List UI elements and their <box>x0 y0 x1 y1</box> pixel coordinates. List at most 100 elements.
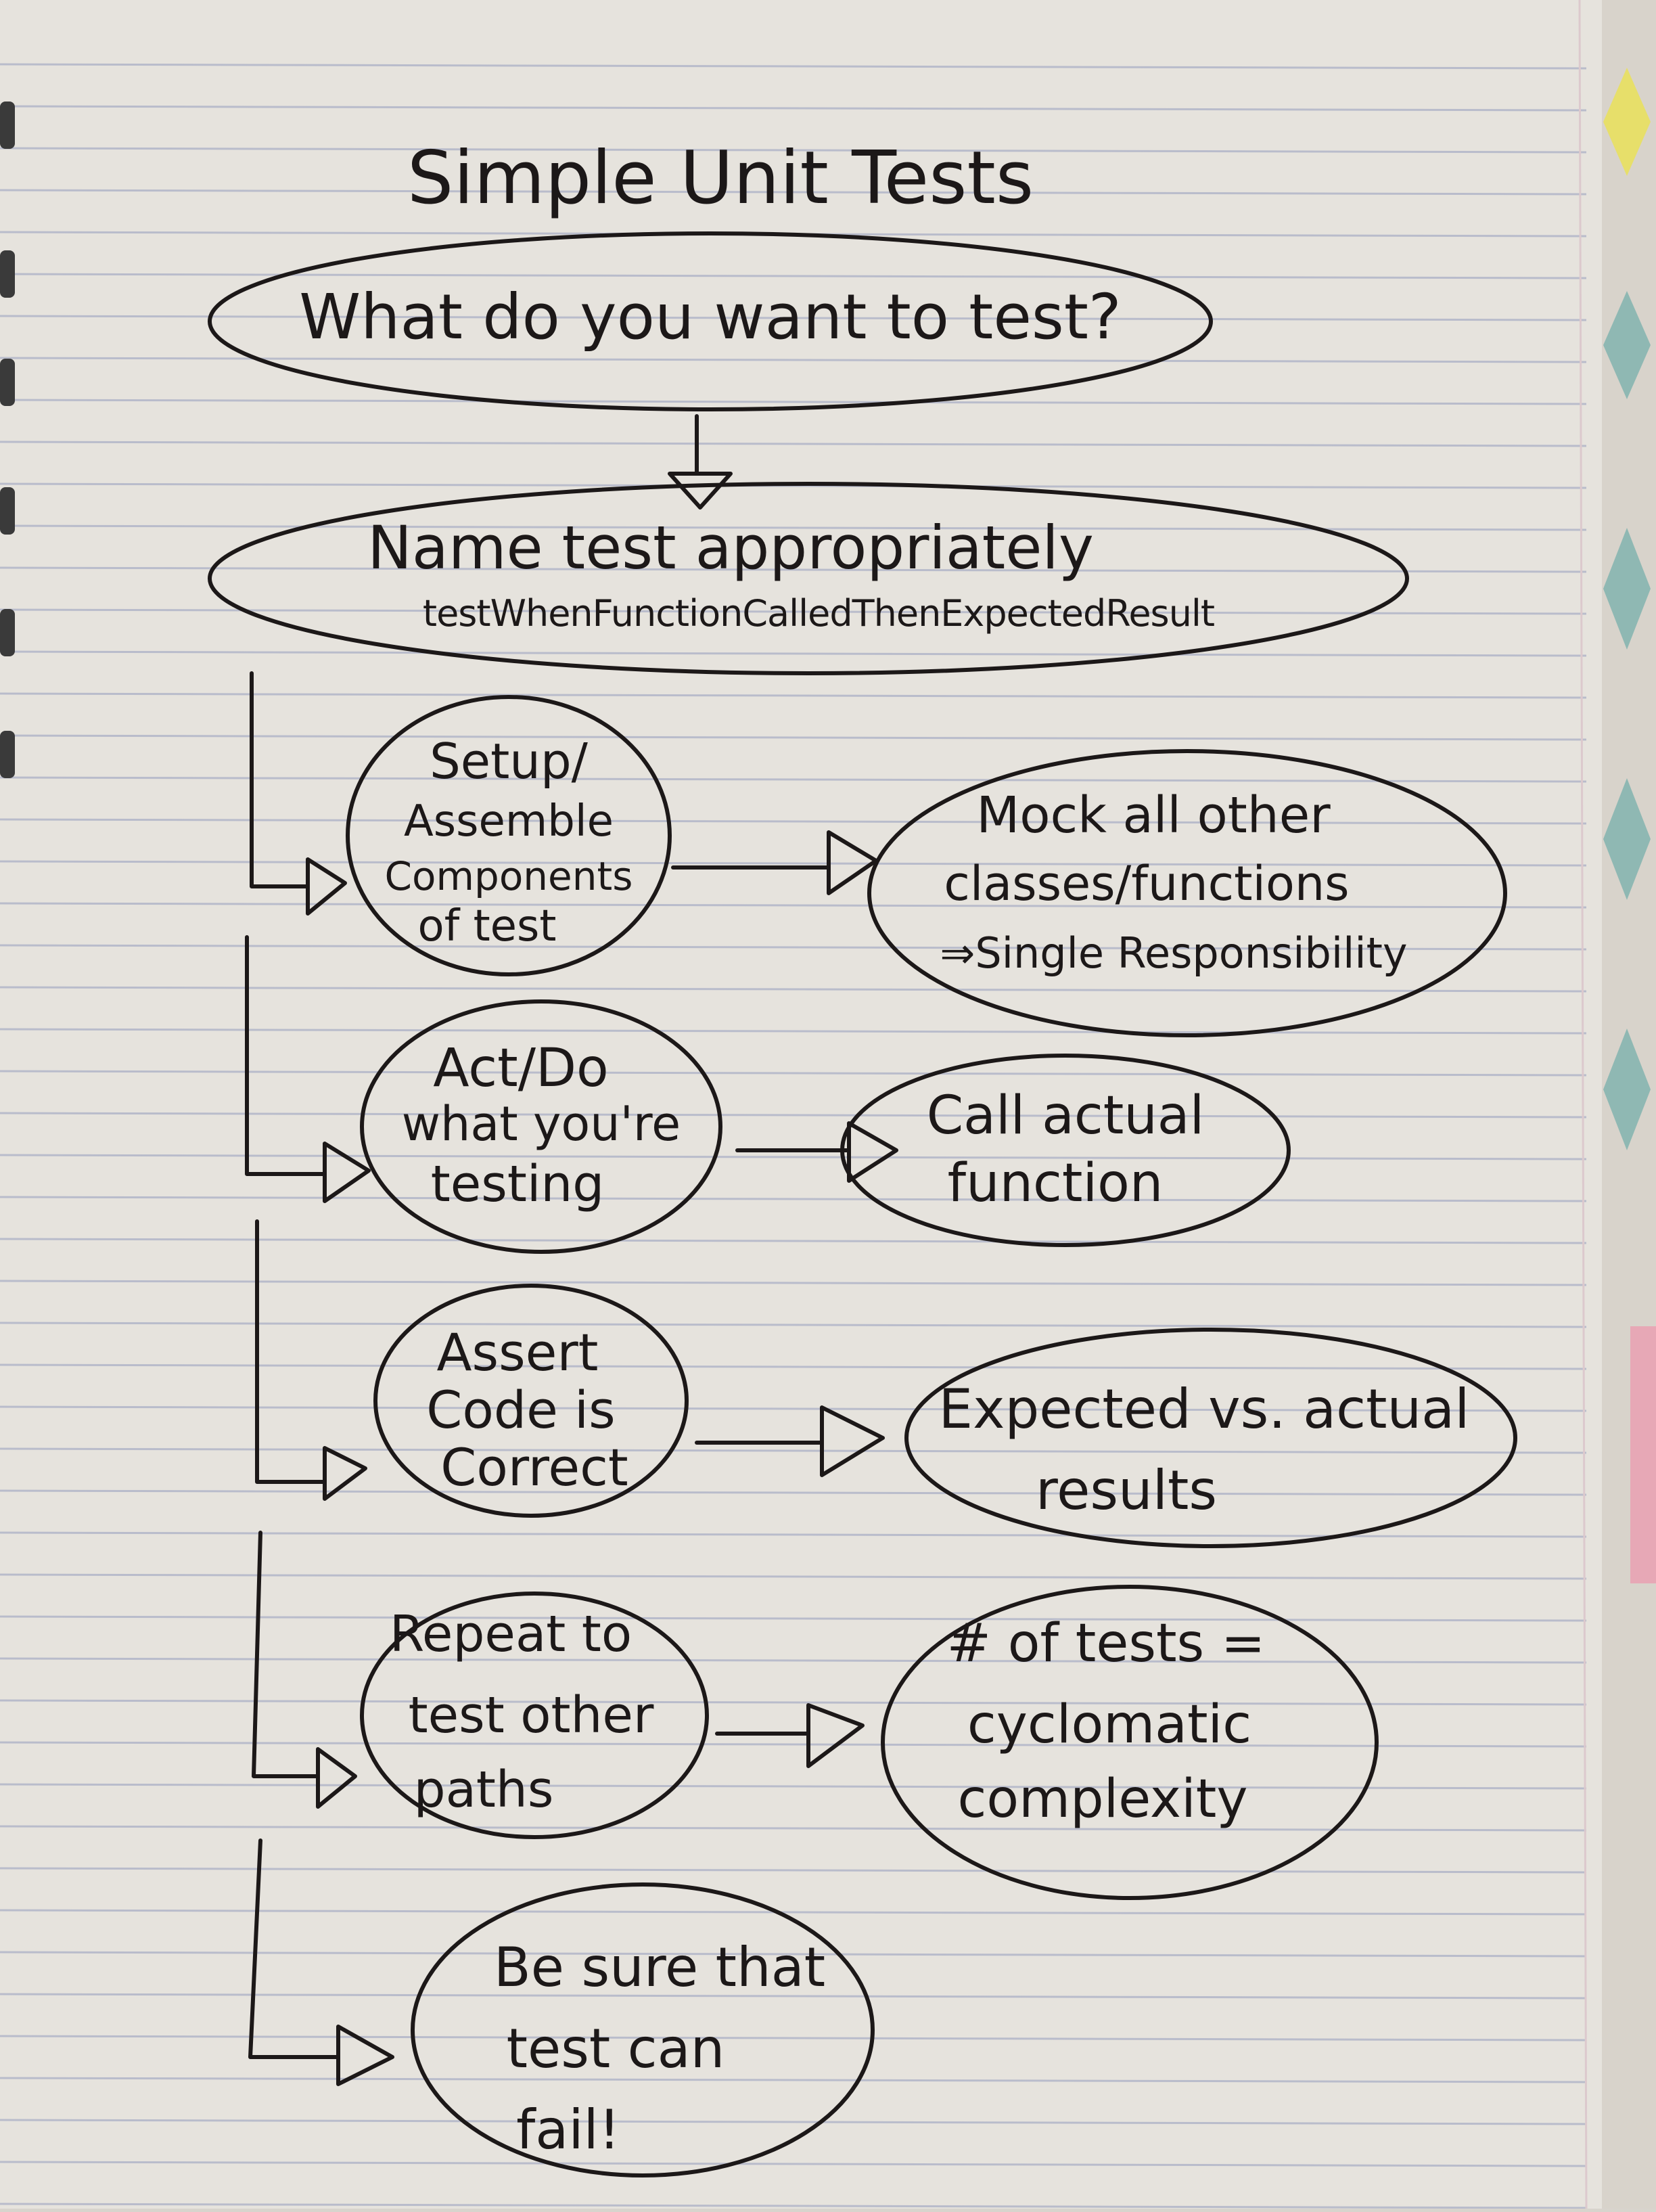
rule-line <box>0 1615 1587 1622</box>
node-fail-label-3: fail! <box>516 2098 620 2161</box>
spiral-ring <box>0 609 15 656</box>
rule-line <box>0 315 1587 321</box>
rule-line <box>0 818 1587 825</box>
pattern-diamond-teal <box>1603 528 1651 650</box>
connector-to-fail <box>248 1838 340 2059</box>
rule-line <box>0 1993 1587 2000</box>
notebook-page <box>0 0 1602 2209</box>
pattern-diamond-teal <box>1603 291 1651 399</box>
rule-line <box>0 189 1587 196</box>
ruled-lines <box>0 63 1587 2209</box>
node-count-label-2: cyclomatic <box>967 1694 1251 1755</box>
spiral-ring <box>0 101 15 149</box>
rule-line <box>0 1154 1587 1160</box>
rule-line <box>0 2119 1587 2125</box>
flowchart-shapes <box>208 231 1517 2177</box>
node-repeat-label: Repeat to <box>390 1605 632 1663</box>
node-fail-shape <box>411 1882 875 2177</box>
node-question-shape <box>208 231 1213 411</box>
node-name-test-label: Name test appropriately <box>367 513 1094 583</box>
rule-line <box>0 608 1587 615</box>
node-setup-label-3: Components <box>385 853 633 899</box>
arrowhead-count <box>806 1703 865 1768</box>
diagram-title: Simple Unit Tests <box>407 136 1034 221</box>
rule-line <box>0 1112 1587 1119</box>
node-assert-shape <box>373 1284 689 1518</box>
rule-line <box>0 2035 1587 2041</box>
node-setup-shape <box>346 695 672 976</box>
node-expected-label-2: results <box>1036 1459 1217 1522</box>
rule-line <box>0 986 1587 993</box>
node-call-label: Call actual <box>927 1085 1205 1146</box>
node-call-label-2: function <box>948 1153 1164 1214</box>
rule-line <box>0 273 1587 279</box>
node-count-shape <box>881 1585 1379 1900</box>
patterned-cover <box>1603 68 1656 1583</box>
rule-line <box>0 734 1587 741</box>
spiral-ring <box>0 359 15 406</box>
pattern-diamond-yellow <box>1603 68 1651 176</box>
arrowhead-assert <box>323 1446 367 1501</box>
rule-line <box>0 944 1587 951</box>
rule-line <box>0 1489 1587 1496</box>
arrowhead-down <box>668 472 733 510</box>
rule-line <box>0 1573 1587 1580</box>
rule-line <box>0 1028 1587 1035</box>
rule-line <box>0 1783 1587 1790</box>
arrowhead-call <box>847 1121 898 1183</box>
node-setup-label-4: of test <box>418 901 557 951</box>
rule-line <box>0 1867 1587 1874</box>
node-act-label-2: what you're <box>402 1096 681 1152</box>
node-assert-label-2: Code is <box>426 1380 615 1440</box>
arrowhead-act <box>323 1142 371 1203</box>
node-repeat-shape <box>360 1592 709 1839</box>
node-act-shape <box>360 999 722 1254</box>
connector-to-setup <box>250 671 310 888</box>
pattern-diamond-teal <box>1603 778 1651 900</box>
rule-line <box>0 1951 1587 1958</box>
rule-line <box>0 105 1587 112</box>
node-expected-shape <box>904 1328 1517 1548</box>
arrowhead-mock <box>827 830 878 895</box>
node-mock-label-3: ⇒Single Responsibility <box>940 928 1407 978</box>
rule-line <box>0 692 1587 699</box>
connector-to-assert <box>255 1219 327 1484</box>
spiral-ring <box>0 731 15 778</box>
node-setup-label-2: Assemble <box>404 796 614 847</box>
node-labels: What do you want to test? Name test appr… <box>299 281 1469 2161</box>
node-mock-label-2: classes/functions <box>944 856 1349 911</box>
connector-to-repeat <box>252 1531 320 1778</box>
rule-line <box>0 1196 1587 1202</box>
rule-line <box>0 2161 1587 2167</box>
connector-to-act <box>245 935 327 1176</box>
node-fail-label: Be sure that <box>494 1936 825 1999</box>
rule-line <box>0 902 1587 909</box>
node-repeat-label-2: test other <box>409 1686 654 1744</box>
node-expected-label: Expected vs. actual <box>939 1378 1470 1441</box>
node-count-label: # of tests = <box>947 1613 1266 1674</box>
arrowhead-fail <box>336 2025 394 2086</box>
node-name-test-shape <box>208 482 1409 675</box>
node-act-label: Act/Do <box>433 1038 609 1099</box>
rule-line <box>0 1280 1587 1286</box>
node-repeat-label-3: paths <box>414 1761 554 1819</box>
node-assert-label: Assert <box>437 1322 599 1382</box>
node-fail-label-2: test can <box>507 2017 725 2080</box>
node-act-label-3: testing <box>431 1155 605 1213</box>
node-name-test-sublabel: testWhenFunctionCalledThenExpectedResult <box>423 592 1214 635</box>
arrowhead-expected <box>820 1405 885 1477</box>
rule-line <box>0 399 1587 405</box>
rule-line <box>0 441 1587 447</box>
arrowhead-repeat <box>316 1747 357 1809</box>
rule-line <box>0 1238 1587 1244</box>
rule-line <box>0 1405 1587 1412</box>
pattern-pink-strip <box>1630 1326 1656 1583</box>
rule-line <box>0 1909 1587 1916</box>
rule-line <box>0 1363 1587 1370</box>
rule-line <box>0 566 1587 573</box>
rule-line <box>0 1070 1587 1077</box>
spiral-binding <box>0 101 15 778</box>
spiral-ring <box>0 250 15 298</box>
